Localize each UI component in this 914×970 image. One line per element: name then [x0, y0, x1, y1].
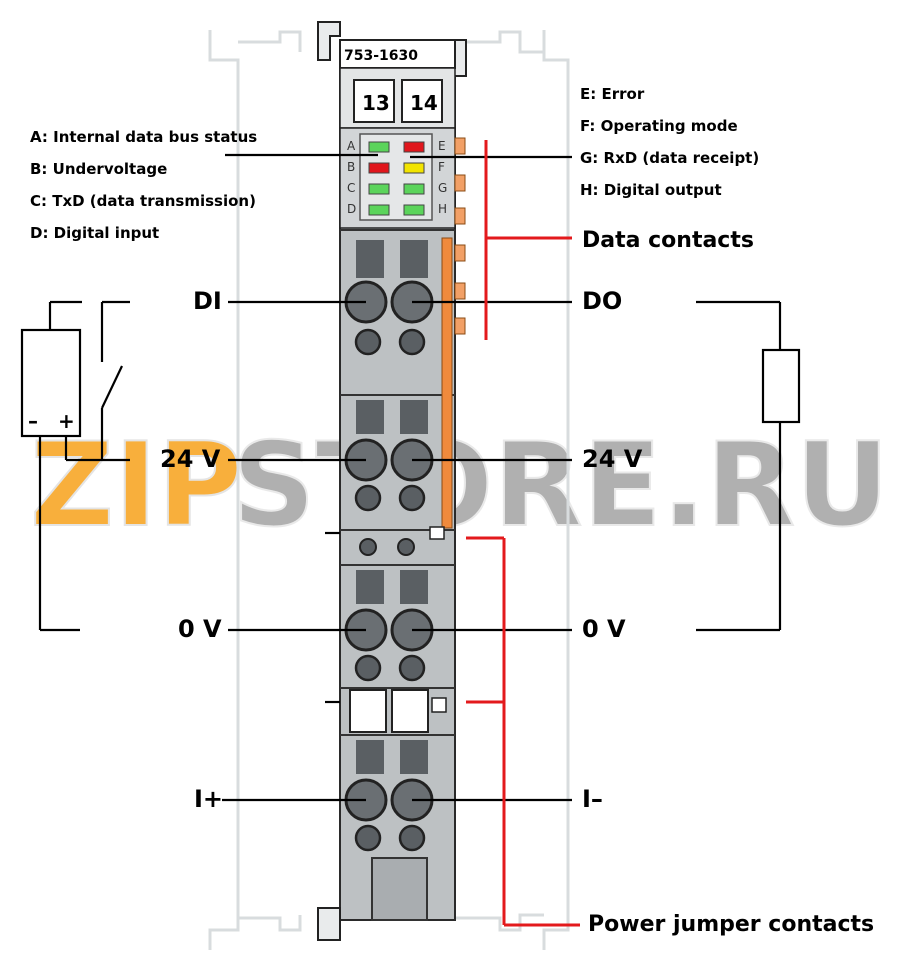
led-letter-e: E [438, 139, 446, 153]
led-c [368, 183, 390, 195]
leader-lines [222, 153, 572, 802]
power-jumper-bracket [466, 536, 580, 927]
output-circuit [696, 300, 801, 632]
led-a [368, 141, 390, 153]
led-g [403, 183, 425, 195]
power-jumper-test-points [359, 526, 445, 556]
data-contacts-label: Data contacts [582, 228, 754, 253]
led-f [403, 162, 425, 174]
source-plus-sign: + [58, 409, 75, 433]
terminal-label-do: DO [582, 287, 623, 315]
led-h [403, 204, 425, 216]
led-letter-c: C [347, 181, 355, 195]
terminal-label-24v-left: 24 V [160, 445, 221, 473]
terminal-label-0v-left: 0 V [178, 615, 222, 643]
led-letter-f: F [438, 160, 445, 174]
led-letter-h: H [438, 202, 447, 216]
terminal-label-di: DI [193, 287, 222, 315]
status-leds [368, 141, 425, 216]
input-circuit [20, 300, 130, 632]
led-letter-a: A [347, 139, 356, 153]
slot-label-right: 14 [410, 91, 438, 115]
power-jumper-contacts-label: Power jumper contacts [588, 912, 875, 937]
slot-label-left: 13 [362, 91, 390, 115]
terminal-label-i-plus: I+ [194, 785, 224, 813]
led-b [368, 162, 390, 174]
neighbor-module-right [455, 30, 570, 950]
legend-f: F: Operating mode [580, 117, 738, 135]
led-letter-b: B [347, 160, 355, 174]
led-e [403, 141, 425, 153]
watermark-left-text: ZIP [30, 418, 242, 553]
legend-h: H: Digital output [580, 181, 722, 199]
terminal-label-24v-right: 24 V [582, 445, 643, 473]
neighbor-module-left [208, 30, 302, 950]
legend-e: E: Error [580, 85, 645, 103]
legend-a: A: Internal data bus status [30, 128, 258, 146]
led-letter-d: D [347, 202, 356, 216]
watermark: ZIP STORE.RU [29, 417, 890, 554]
led-d [368, 204, 390, 216]
data-contact-pins [454, 137, 466, 335]
led-letter-g: G [438, 181, 447, 195]
legend-g: G: RxD (data receipt) [580, 149, 760, 167]
source-minus-sign: – [28, 409, 38, 433]
data-contacts-bracket [484, 140, 572, 340]
legend-c: C: TxD (data transmission) [30, 192, 256, 210]
terminal-label-0v-right: 0 V [582, 615, 626, 643]
terminal-label-i-minus: I– [582, 785, 603, 813]
marker-block [349, 689, 447, 733]
legend-d: D: Digital input [30, 224, 160, 242]
module-model-label: 753-1630 [344, 48, 418, 64]
terminal-block-2 [344, 400, 434, 512]
legend-b: B: Undervoltage [30, 160, 168, 178]
